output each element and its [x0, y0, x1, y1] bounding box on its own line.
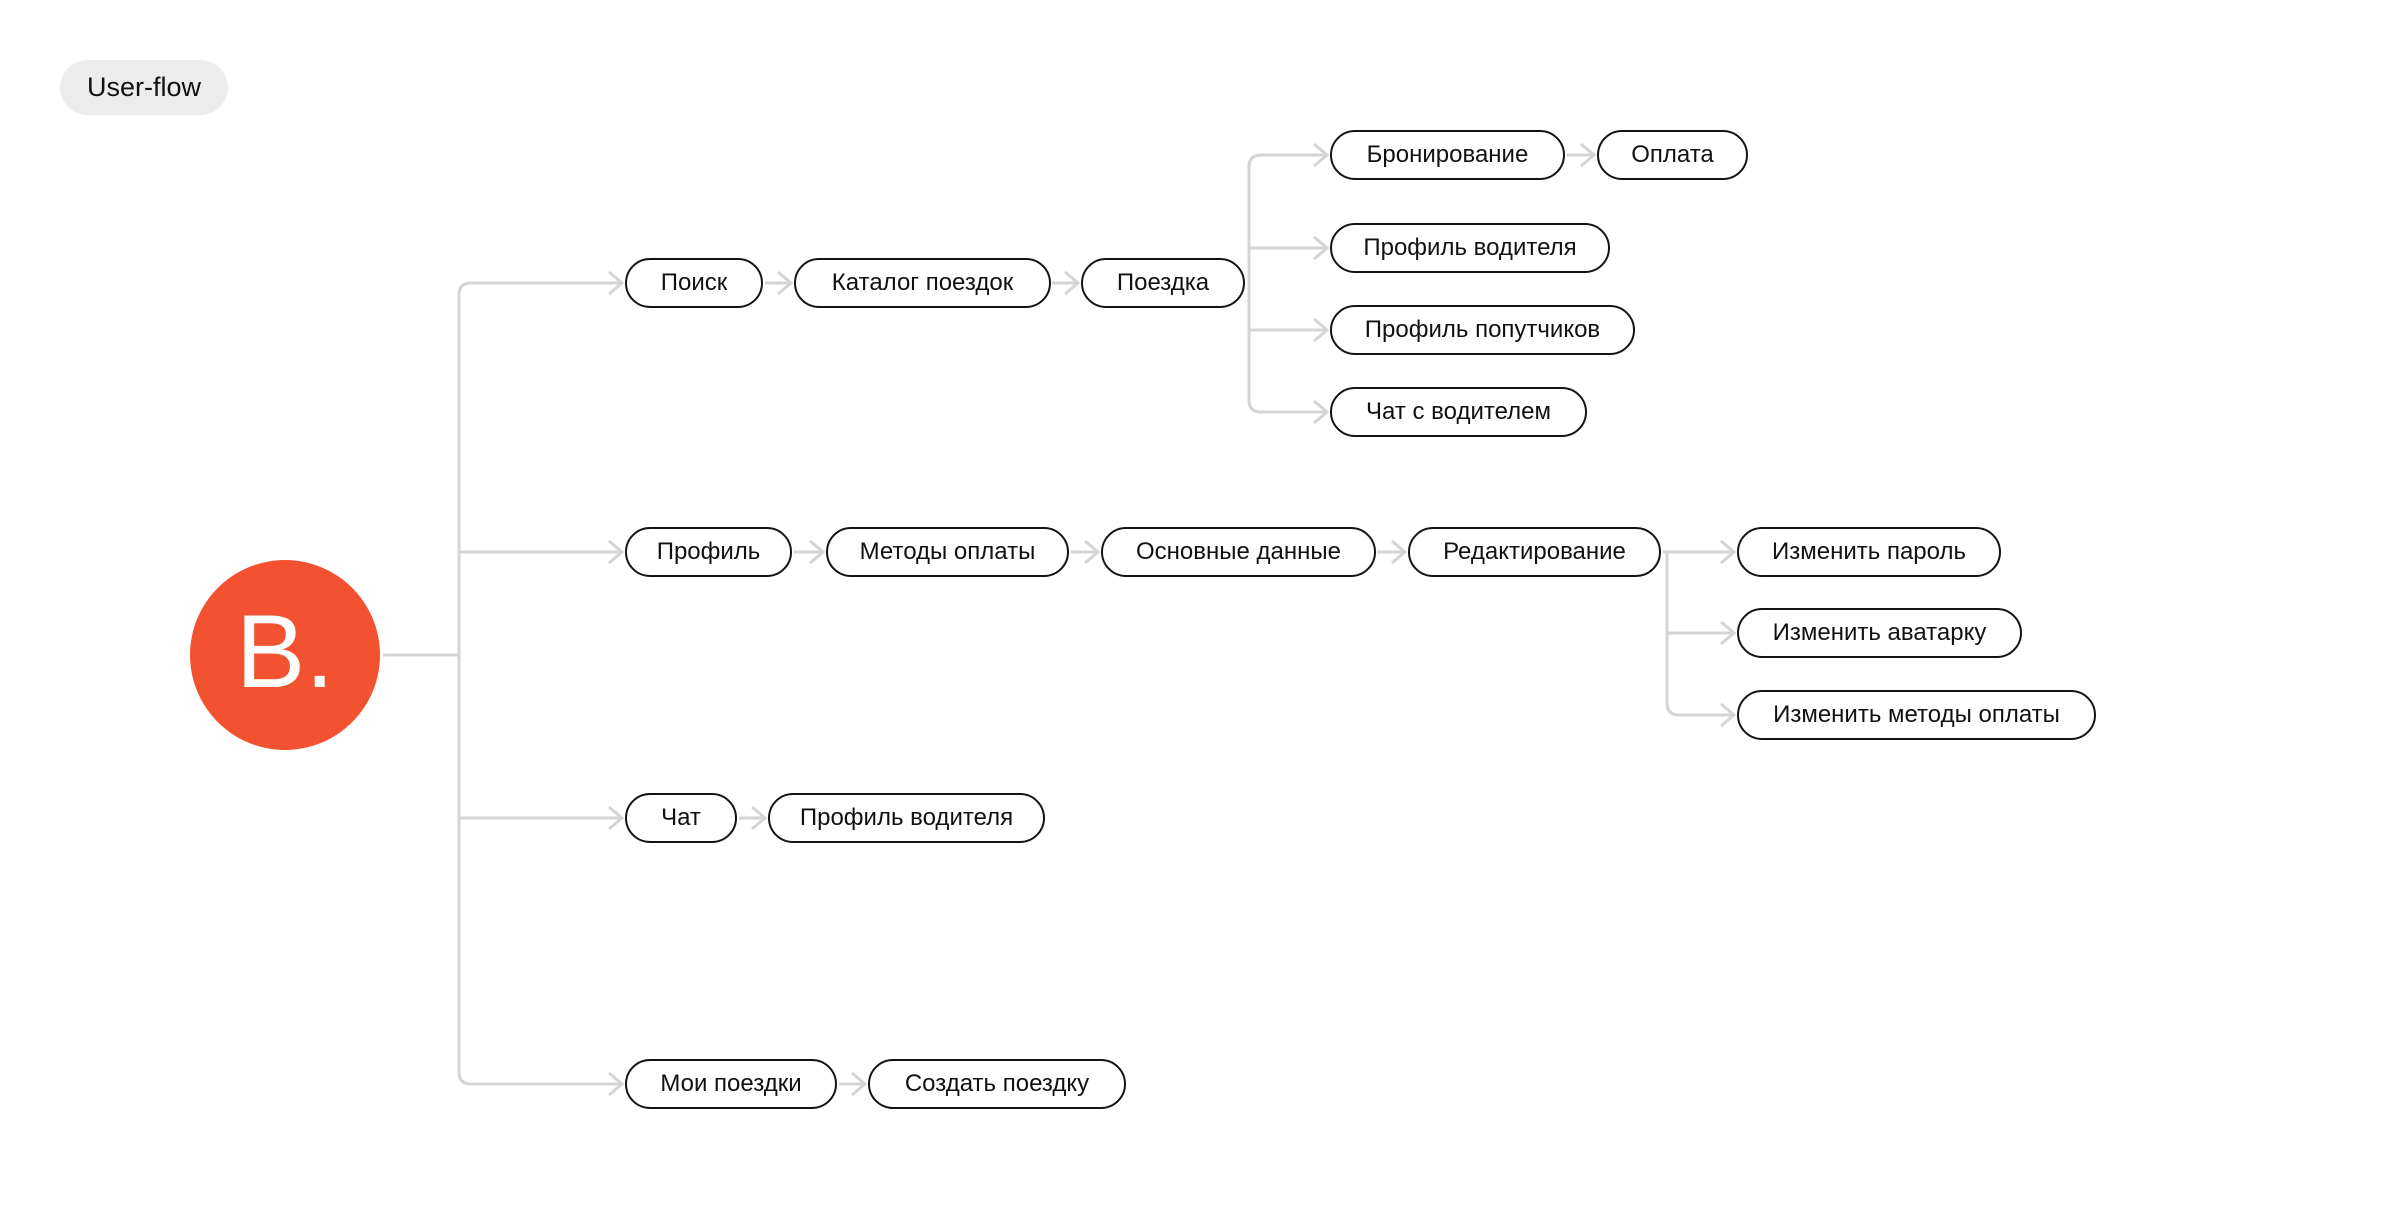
- node-label: Поиск: [660, 269, 728, 296]
- node-label: Создать поездку: [904, 1070, 1090, 1097]
- node-label: Профиль: [656, 538, 761, 565]
- brand-logo-circle: B.: [190, 560, 380, 750]
- node-driver-profile: Профиль водителя: [1330, 223, 1610, 273]
- node-label: Бронирование: [1366, 141, 1529, 168]
- brand-logo-label: B.: [235, 594, 335, 710]
- node-booking: Бронирование: [1330, 130, 1565, 180]
- node-basic-data: Основные данные: [1101, 527, 1376, 577]
- node-payment: Оплата: [1597, 130, 1748, 180]
- node-chat-with-driver: Чат с водителем: [1330, 387, 1587, 437]
- arrowhead-icons: [608, 142, 1737, 1097]
- node-trip-catalog: Каталог поездок: [794, 258, 1051, 308]
- node-change-avatar: Изменить аватарку: [1737, 608, 2022, 658]
- node-driver-profile-chat: Профиль водителя: [768, 793, 1045, 843]
- node-label: Изменить методы оплаты: [1773, 701, 2060, 728]
- node-label: Изменить аватарку: [1772, 619, 1987, 646]
- node-label: Профиль попутчиков: [1364, 316, 1601, 343]
- node-label: Основные данные: [1136, 538, 1341, 565]
- node-label: Методы оплаты: [859, 538, 1036, 565]
- node-my-trips: Мои поездки: [625, 1059, 837, 1109]
- node-label: Изменить пароль: [1772, 538, 1966, 565]
- node-change-password: Изменить пароль: [1737, 527, 2001, 577]
- node-trip: Поездка: [1081, 258, 1245, 308]
- node-label: Профиль водителя: [1363, 234, 1577, 261]
- badge-label: User-flow: [87, 72, 202, 102]
- node-create-trip: Создать поездку: [868, 1059, 1126, 1109]
- node-change-payment-methods: Изменить методы оплаты: [1737, 690, 2096, 740]
- node-fellow-passengers-profile: Профиль попутчиков: [1330, 305, 1635, 355]
- node-label: Редактирование: [1443, 538, 1626, 565]
- node-payment-methods: Методы оплаты: [826, 527, 1069, 577]
- node-label: Чат: [661, 804, 701, 831]
- user-flow-badge: User-flow: [60, 60, 229, 115]
- node-profile: Профиль: [625, 527, 792, 577]
- node-editing: Редактирование: [1408, 527, 1661, 577]
- node-label: Оплата: [1631, 141, 1714, 168]
- node-label: Каталог поездок: [831, 269, 1014, 296]
- node-label: Чат с водителем: [1366, 398, 1551, 425]
- node-label: Профиль водителя: [799, 804, 1014, 831]
- node-chat: Чат: [625, 793, 737, 843]
- node-label: Поездка: [1116, 269, 1210, 296]
- node-label: Мои поездки: [660, 1070, 802, 1097]
- node-search: Поиск: [625, 258, 763, 308]
- connector-paths: [383, 153, 1734, 1086]
